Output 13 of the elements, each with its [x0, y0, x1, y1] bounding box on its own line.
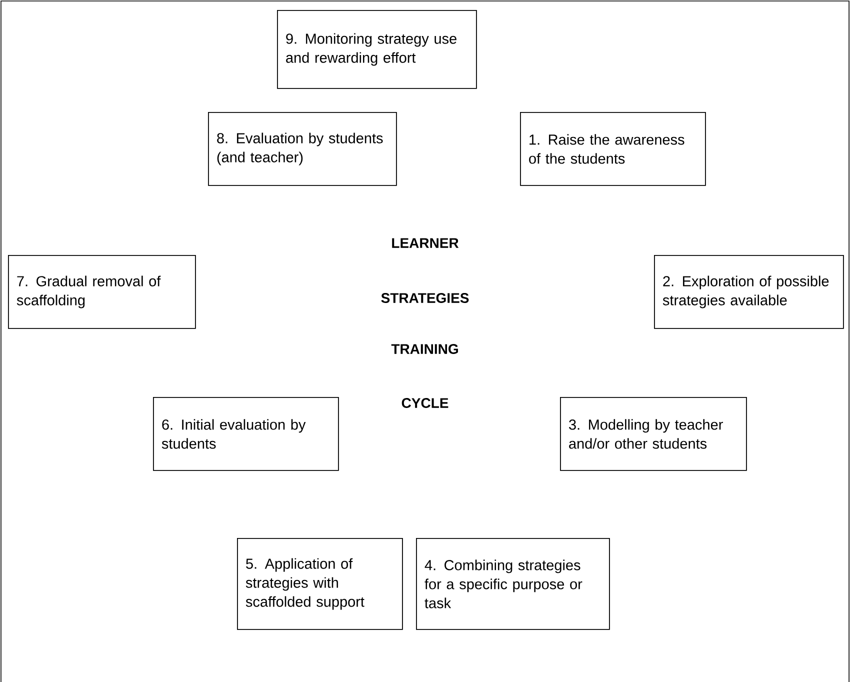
cycle-title: CYCLE	[402, 398, 448, 408]
cycle-title: LEARNER	[392, 238, 459, 248]
cycle-title: TRAINING	[391, 344, 458, 354]
step-box: 8. Evaluation by students (and teacher)	[208, 112, 397, 186]
step-box: 9. Monitoring strategy use and rewarding effort	[277, 10, 477, 89]
step-box: 4. Combining strategies for a specific purpose or task	[416, 538, 610, 630]
step-box: 3. Modelling by teacher and/or other students	[560, 397, 747, 471]
step-box: 5. Application of strategies with scaffolded support	[237, 538, 403, 630]
step-box: 2. Exploration of possible strategies available	[654, 255, 844, 329]
cycle-title: STRATEGIES	[381, 293, 469, 303]
step-box: 1. Raise the awareness of the students	[520, 112, 706, 186]
step-box: 6. Initial evaluation by students	[153, 397, 339, 471]
step-box: 7. Gradual removal of scaffolding	[8, 255, 196, 329]
